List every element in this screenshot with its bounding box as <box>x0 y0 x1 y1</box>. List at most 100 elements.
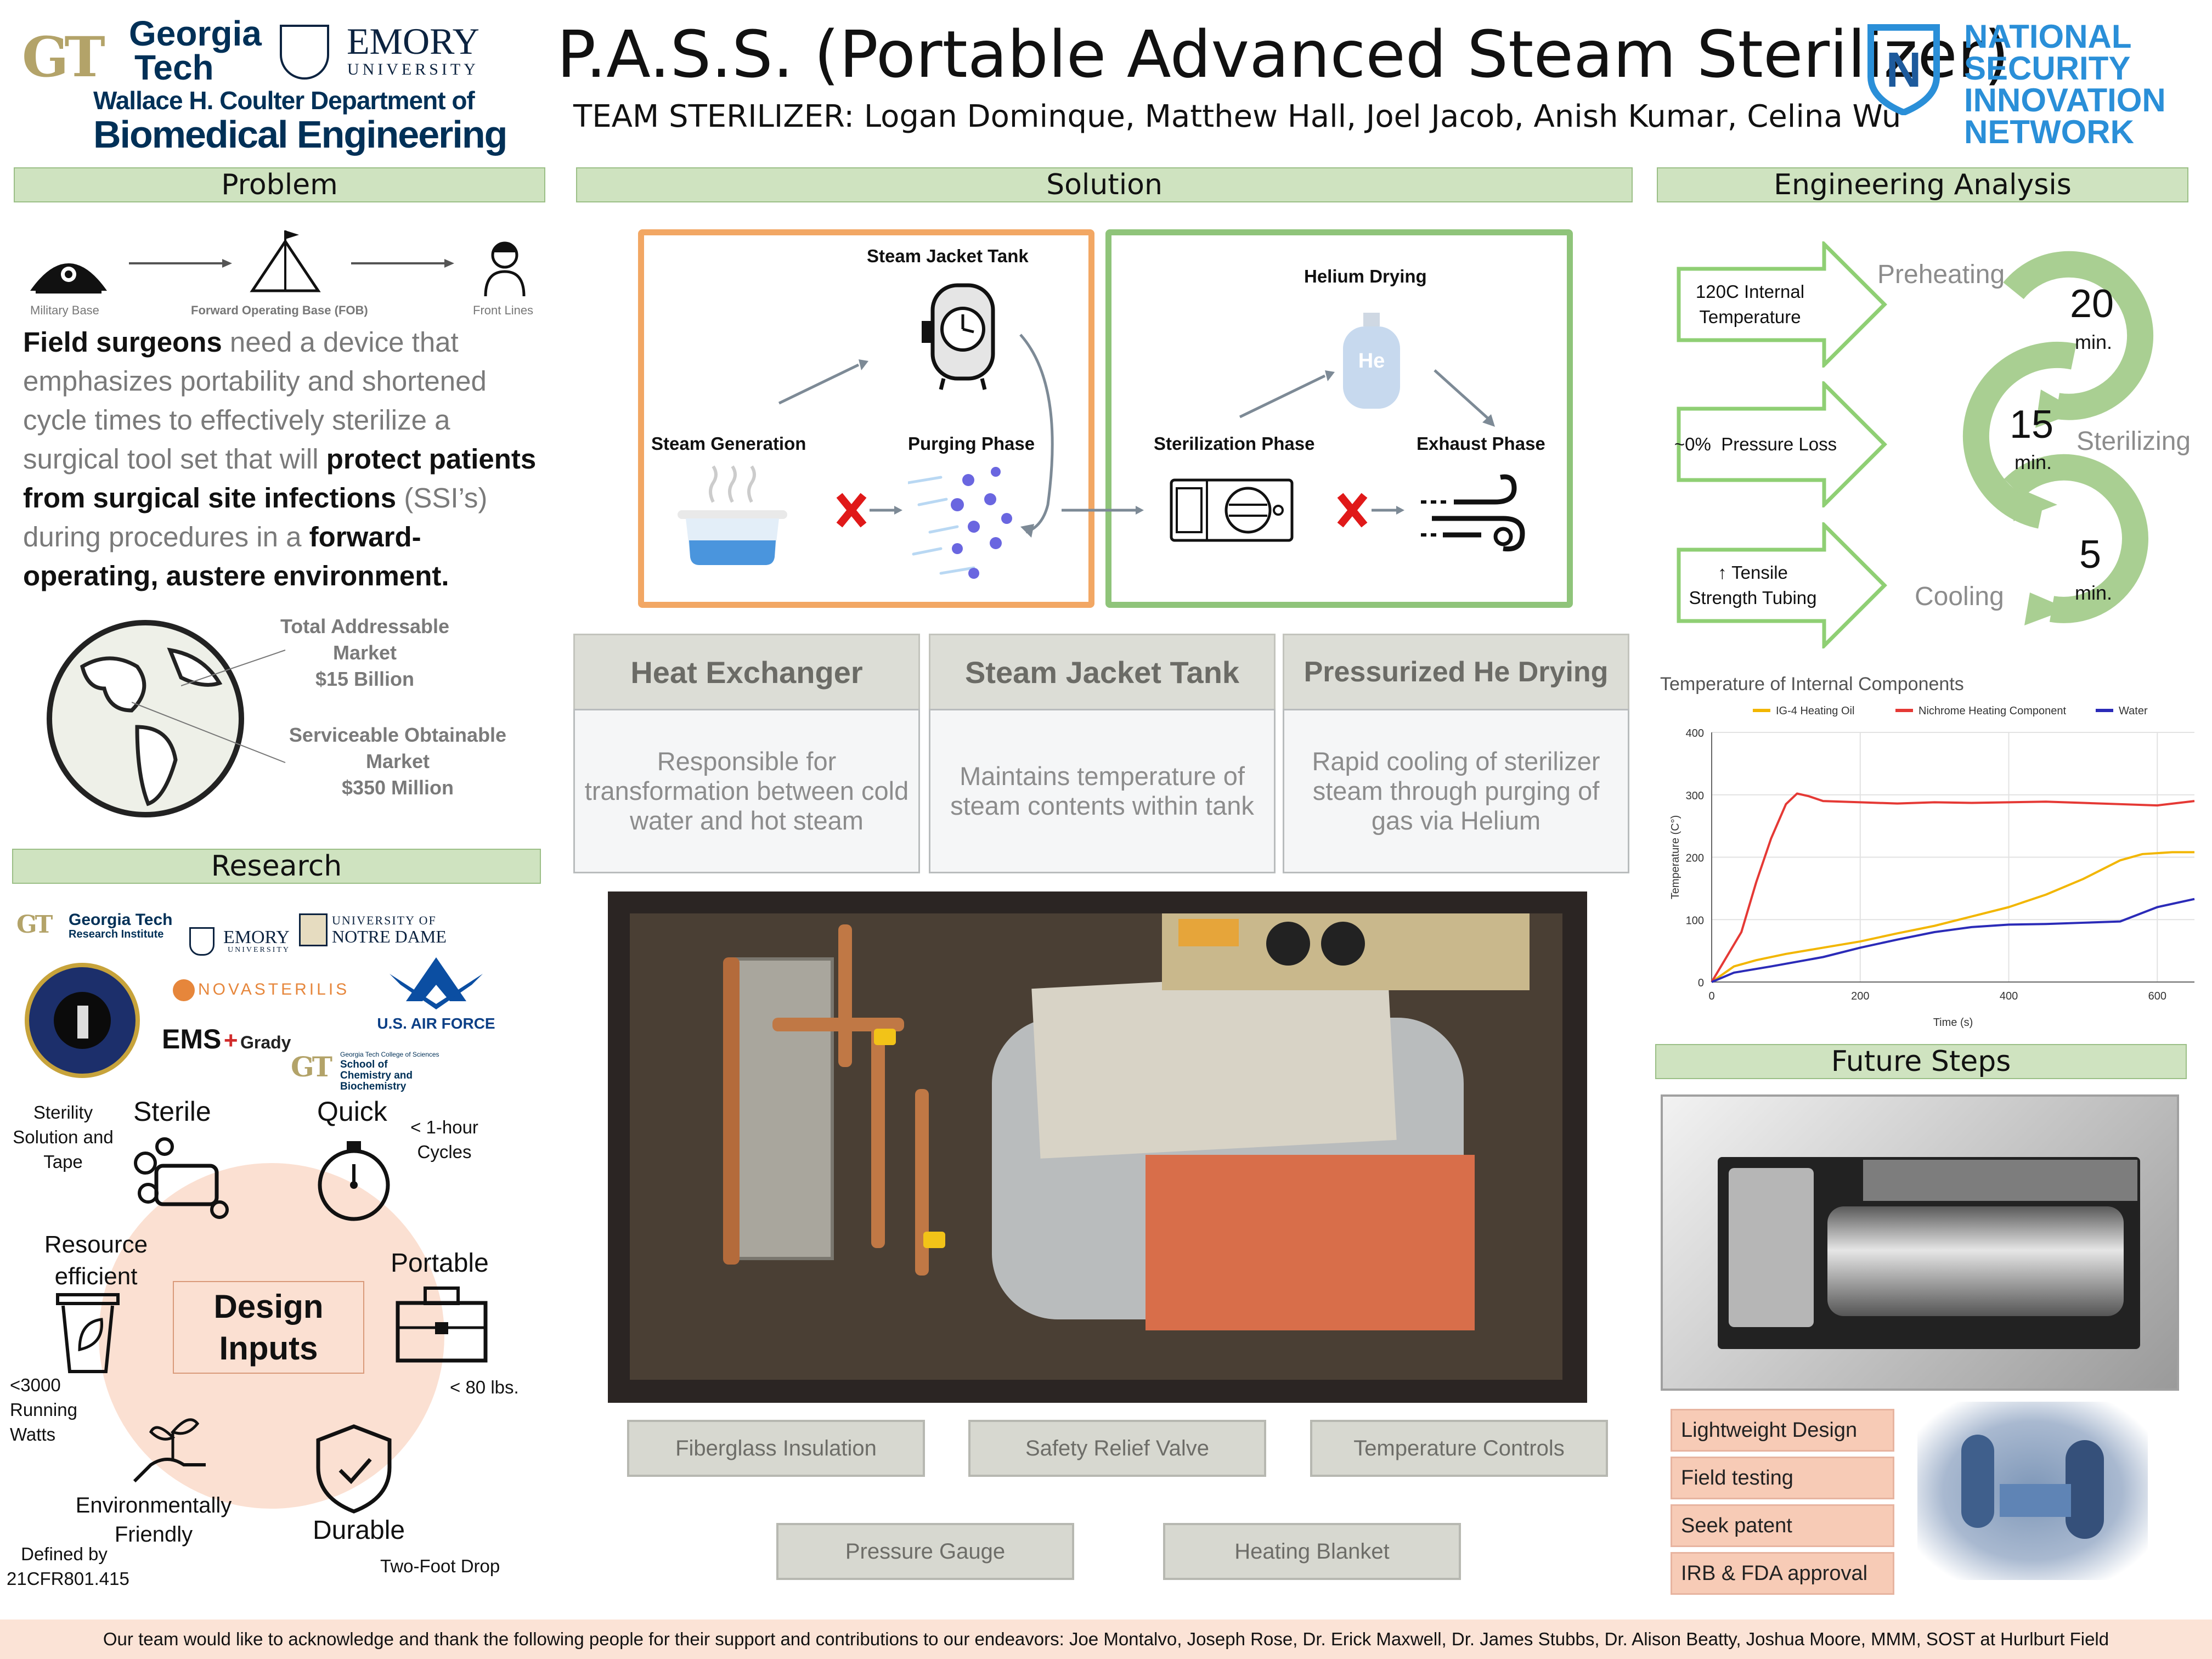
arrow-icon <box>129 258 233 269</box>
durable-label: Durable <box>313 1516 405 1545</box>
team-line: TEAM STERILIZER: Logan Dominque, Matthew… <box>573 99 1901 134</box>
exhaust-phase-label: Exhaust Phase <box>1417 433 1545 454</box>
tent-icon <box>247 230 324 296</box>
sterile-label: Sterile <box>133 1096 211 1127</box>
soap-icon <box>126 1133 233 1221</box>
sterilization-phase-label: Sterilization Phase <box>1154 433 1315 454</box>
surgery-photo <box>1917 1402 2148 1580</box>
chain-label-front: Front Lines <box>473 303 534 317</box>
arrow-down-icon <box>1432 368 1498 428</box>
future-render <box>1661 1094 2179 1391</box>
gt-chem-logo: GT Georgia Tech College of Sciences Scho… <box>291 1051 439 1092</box>
phase-value-cooling: 5 <box>2079 533 2102 577</box>
phase-value-preheating: 20 <box>2070 282 2114 326</box>
x-tick-label: 0 <box>1708 990 1714 1002</box>
card-title: Pressurized He Drying <box>1283 634 1629 710</box>
tam-text: Total Addressable Market$15 Billion <box>280 615 450 690</box>
nsin-shield-icon: N <box>1865 22 1942 116</box>
prototype-photo <box>608 891 1587 1403</box>
phase-unit-sterilizing: min. <box>2015 451 2052 473</box>
x-tick-label: 400 <box>2000 990 2018 1002</box>
env-note: Defined by 21CFR801.415 <box>7 1544 129 1589</box>
card-pressurized-he-drying: Pressurized He Drying Rapid cooling of s… <box>1283 634 1629 873</box>
phase-name-preheating: Preheating <box>1877 260 2005 289</box>
series-line <box>1711 898 2195 983</box>
series-line <box>1711 851 2194 983</box>
gt-logo: GT <box>22 25 105 89</box>
phase-name-sterilizing: Sterilizing <box>2076 427 2191 456</box>
phase-box-right <box>1105 229 1573 608</box>
usaf-logo: U.S. AIR FORCE <box>373 952 499 1045</box>
novasterilis-logo: NOVASTERILIS <box>173 979 349 1001</box>
card-body: Responsible for transformation between c… <box>573 709 920 873</box>
quick-note: < 1-hour Cycles <box>410 1117 478 1162</box>
shield-check-icon <box>310 1421 398 1514</box>
label-fiberglass-insulation: Fiberglass Insulation <box>627 1420 925 1477</box>
red-x-icon <box>1336 491 1369 529</box>
phase-box-left <box>638 229 1094 608</box>
future-item: Field testing <box>1671 1457 1894 1499</box>
card-body: Maintains temperature of steam contents … <box>929 709 1276 873</box>
arrow-right-icon <box>870 505 902 516</box>
portable-label: Portable <box>391 1249 489 1278</box>
portable-note: < 80 lbs. <box>450 1377 519 1397</box>
card-title: Steam Jacket Tank <box>929 634 1276 710</box>
card-steam-jacket-tank: Steam Jacket Tank Maintains temperature … <box>929 634 1276 873</box>
y-tick-label: 300 <box>1686 790 1704 802</box>
arrow-right-icon <box>1062 505 1144 516</box>
y-tick-label: 200 <box>1686 853 1704 865</box>
chevron-arrow-3: ↑ Tensile Strength Tubing <box>1676 520 1887 651</box>
label-heating-blanket: Heating Blanket <box>1163 1523 1461 1580</box>
arrow-up-icon <box>1237 368 1336 420</box>
cycle-rings <box>1937 230 2211 658</box>
steam-jacket-tank-title: Steam Jacket Tank <box>867 246 1029 266</box>
emory-small-logo: EMORY UNIVERSITY <box>189 927 290 956</box>
acknowledgements: Our team would like to acknowledge and t… <box>103 1629 2109 1649</box>
phase-unit-cooling: min. <box>2075 582 2113 604</box>
label-pressure-gauge: Pressure Gauge <box>776 1523 1074 1580</box>
label-temperature-controls: Temperature Controls <box>1310 1420 1608 1477</box>
problem-statement: Field surgeons need a device that emphas… <box>23 326 537 591</box>
boiling-pot-icon <box>675 464 790 568</box>
future-item: Seek patent <box>1671 1504 1894 1547</box>
military-base-icon <box>25 236 112 296</box>
design-circle <box>99 1163 444 1509</box>
gas-particles-icon <box>906 466 1034 582</box>
svg-text:N: N <box>1886 43 1922 98</box>
sterile-note: Sterility Solution and Tape <box>13 1102 114 1172</box>
chevron-arrow-1: 120C Internal Temperature <box>1676 239 1887 370</box>
som-text: Serviceable Obtainable Market$350 Millio… <box>289 724 507 799</box>
som-pointer <box>131 697 291 768</box>
env-label: Environmentally Friendly <box>75 1493 232 1547</box>
globe-icon <box>44 617 247 820</box>
tank-icon <box>919 277 1007 392</box>
card-title: Heat Exchanger <box>573 634 920 710</box>
emory-wordmark: EMORY UNIVERSITY <box>347 20 479 78</box>
legend-label: Nichrome Heating Component <box>1918 705 2066 717</box>
department-name: Wallace H. Coulter Department of Biomedi… <box>93 86 507 156</box>
helium-tank-icon: He <box>1339 310 1404 411</box>
emory-shield-icon <box>280 25 329 80</box>
phase-unit-preheating: min. <box>2075 331 2113 353</box>
notre-dame-logo: UNIVERSITY OF NOTRE DAME <box>299 913 447 946</box>
gt-wordmark: Georgia Tech <box>129 14 262 87</box>
durable-note: Two-Foot Drop <box>380 1556 500 1576</box>
x-axis-label: Time (s) <box>1933 1017 1973 1029</box>
autoclave-icon <box>1169 477 1295 543</box>
ems-grady-logo: EMS + Grady <box>162 1024 291 1054</box>
chain-label-base: Military Base <box>30 303 99 317</box>
plant-hand-icon <box>129 1410 217 1492</box>
page-title: P.A.S.S. (Portable Advanced Steam Steril… <box>557 16 2010 92</box>
steam-generation-label: Steam Generation <box>651 433 806 454</box>
engineering-heading: Engineering Analysis <box>1657 167 2188 202</box>
arrow-up-icon <box>776 357 870 406</box>
future-item: Lightweight Design <box>1671 1409 1894 1452</box>
resource-note: <3000 Running Watts <box>10 1375 77 1444</box>
footer-band <box>0 1620 2212 1659</box>
phase-name-cooling: Cooling <box>1915 582 2004 611</box>
resource-label: Resource efficient <box>44 1231 148 1290</box>
chain-label-fob: Forward Operating Base (FOB) <box>191 303 368 317</box>
svg-text:He: He <box>1358 349 1385 373</box>
